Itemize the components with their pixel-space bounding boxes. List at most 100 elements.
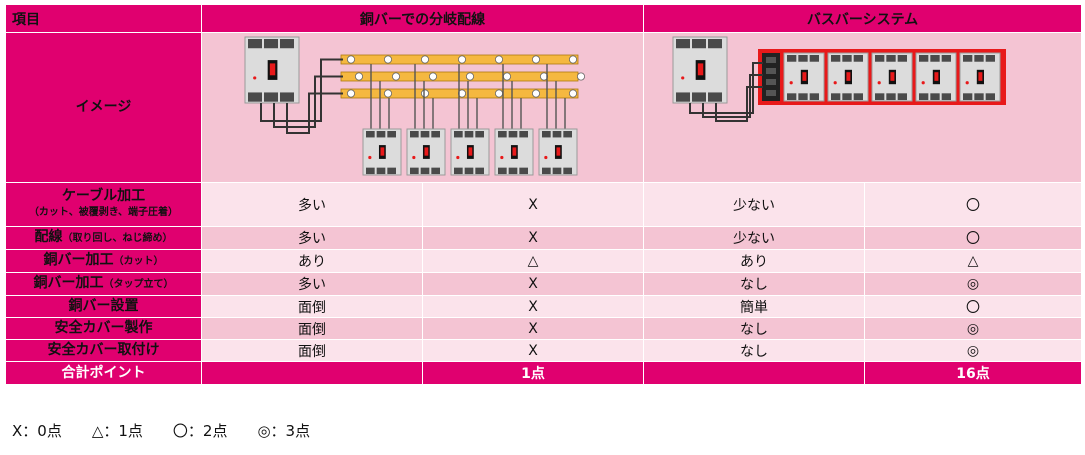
busbar-feed-module: [761, 53, 780, 101]
row-label-sub: （タップ立て）: [103, 279, 174, 290]
bolt-icon: [346, 55, 355, 64]
branch-breaker-icon: [362, 128, 401, 176]
header-row: 項目 銅バーでの分岐配線 バスバーシステム: [5, 4, 1083, 33]
total-copper-points: 1点: [421, 361, 645, 385]
copper-value: 多い: [201, 182, 423, 227]
total-row: 合計ポイント 1点 16点: [5, 361, 1083, 385]
row-label: 配線（取り回し、ねじ締め）: [5, 226, 202, 250]
table-row: 銅バー加工（タップ立て） 多い X なし ◎: [5, 272, 1083, 296]
branch-breaker-icon: [494, 128, 533, 176]
legend-double-circle: ◎：3点: [257, 422, 311, 440]
row-label-main: 銅バー加工: [43, 252, 114, 268]
busbar-mark: 〇: [864, 295, 1083, 318]
busbar-value: 少ない: [643, 182, 866, 227]
table-row: 銅バー加工（カット） あり △ あり △: [5, 249, 1083, 273]
copper-value: 面倒: [201, 339, 423, 362]
copper-mark: X: [421, 226, 645, 250]
busbar-mark: ◎: [864, 317, 1083, 340]
mounted-breaker-icon: [827, 52, 869, 102]
total-busbar-blank: [643, 361, 866, 385]
bolt-icon: [383, 55, 392, 64]
copper-value: 面倒: [201, 317, 423, 340]
header-busbar-system: バスバーシステム: [643, 4, 1083, 33]
busbar-value: なし: [643, 317, 866, 340]
bolt-icon: [531, 89, 540, 98]
busbar-terminal: [765, 79, 776, 85]
copper-value: 多い: [201, 226, 423, 250]
scoring-legend: X：0点 △：1点 〇：2点 ◎：3点: [12, 420, 310, 441]
mounted-breaker-icon: [915, 52, 957, 102]
cable: [714, 86, 763, 122]
table-row: 安全カバー取付け 面倒 X なし ◎: [5, 339, 1083, 362]
legend-x: X：0点: [12, 422, 62, 440]
row-label-main: ケーブル加工: [61, 188, 146, 204]
busbar-value: なし: [643, 339, 866, 362]
bolt-icon: [346, 89, 355, 98]
table-row: 安全カバー製作 面倒 X なし ◎: [5, 317, 1083, 340]
copper-bar-illustration-cell: [200, 32, 645, 183]
bolt-icon: [420, 89, 429, 98]
bolt-icon: [502, 72, 511, 81]
bolt-icon: [494, 55, 503, 64]
copper-mark: X: [421, 272, 645, 296]
total-label: 合計ポイント: [5, 361, 202, 385]
bolt-icon: [576, 72, 585, 81]
bolt-icon: [383, 89, 392, 98]
cable: [688, 62, 763, 114]
row-label: 安全カバー製作: [5, 317, 202, 340]
total-copper-blank: [201, 361, 423, 385]
cable: [701, 74, 763, 118]
copper-value: 多い: [201, 272, 423, 296]
branch-breaker-icon: [406, 128, 445, 176]
row-label: 安全カバー取付け: [5, 339, 202, 362]
comparison-table: 項目 銅バーでの分岐配線 バスバーシステム イメージ ケーブル加工 （カット、被覆…: [5, 4, 1083, 385]
busbar-value: 簡単: [643, 295, 866, 318]
legend-triangle: △：1点: [91, 422, 143, 440]
busbar-mark: 〇: [864, 226, 1083, 250]
bolt-icon: [420, 55, 429, 64]
bolt-icon: [354, 72, 363, 81]
total-busbar-points: 16点: [864, 361, 1083, 385]
busbar-value: あり: [643, 249, 866, 273]
row-label-sub: （取り回し、ねじ締め）: [62, 233, 173, 244]
copper-value: あり: [201, 249, 423, 273]
mounted-breaker-icon: [871, 52, 913, 102]
bolt-icon: [568, 89, 577, 98]
row-label-sub: （カット、被覆剥き、端子圧着）: [28, 207, 179, 218]
bolt-icon: [457, 55, 466, 64]
bolt-icon: [568, 55, 577, 64]
row-label: 銅バー設置: [5, 295, 202, 318]
busbar-system-illustration: [672, 36, 1006, 122]
mounted-breaker-icon: [959, 52, 1001, 102]
row-label-sub: （カット）: [113, 256, 164, 267]
copper-mark: X: [421, 339, 645, 362]
branch-breaker-icon: [450, 128, 489, 176]
row-label-main: 銅バー加工: [33, 275, 104, 291]
cable: [259, 58, 343, 122]
busbar-mark: ◎: [864, 272, 1083, 296]
copper-mark: △: [421, 249, 645, 273]
table-row: 銅バー設置 面倒 X 簡単 〇: [5, 295, 1083, 318]
legend-circle: 〇：2点: [172, 422, 228, 440]
busbar-terminal: [765, 57, 776, 63]
bolt-icon: [531, 55, 540, 64]
main-breaker-icon: [672, 36, 728, 104]
busbar-mark: 〇: [864, 182, 1083, 227]
bolt-icon: [465, 72, 474, 81]
row-label: 銅バー加工（カット）: [5, 249, 202, 273]
branch-breaker-icon: [538, 128, 577, 176]
table-row: 配線（取り回し、ねじ締め） 多い X 少ない 〇: [5, 226, 1083, 250]
bolt-icon: [391, 72, 400, 81]
bolt-icon: [494, 89, 503, 98]
copper-mark: X: [421, 295, 645, 318]
header-copper-branch: 銅バーでの分岐配線: [200, 4, 645, 33]
image-row-label: イメージ: [5, 32, 202, 183]
table-row: ケーブル加工（カット、被覆剥き、端子圧着） 多い X 少ない 〇: [5, 182, 1083, 227]
row-label: 銅バー加工（タップ立て）: [5, 272, 202, 296]
busbar-value: 少ない: [643, 226, 866, 250]
image-row: イメージ: [5, 32, 1083, 183]
main-breaker-icon: [244, 36, 299, 104]
bolt-icon: [428, 72, 437, 81]
cable: [285, 92, 343, 134]
